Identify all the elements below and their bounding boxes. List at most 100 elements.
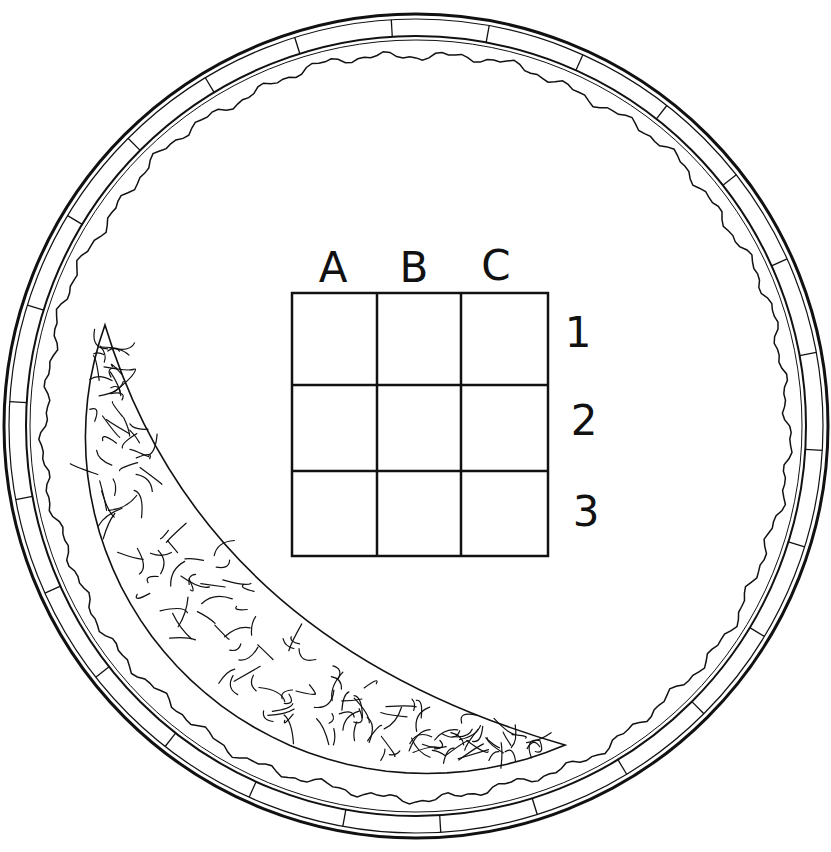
mass-fold <box>166 523 186 542</box>
rim-segment <box>440 815 441 832</box>
mass-fold <box>202 596 233 603</box>
grid-line <box>376 293 379 556</box>
mass-fold <box>291 637 300 644</box>
mass-fold <box>171 561 185 586</box>
mass-fold <box>230 644 241 651</box>
dish-inner-rim-line <box>30 40 802 812</box>
medium-edge <box>39 52 792 804</box>
mass-fold <box>223 580 251 585</box>
row-number: 1 <box>565 312 592 354</box>
mass-fold <box>527 742 540 748</box>
rim-segment <box>295 37 300 53</box>
mass-fold <box>511 725 516 748</box>
mass-fold <box>242 585 254 592</box>
mass-fold <box>413 747 439 753</box>
grid-line <box>292 470 548 473</box>
rim-segment <box>68 216 83 225</box>
mass-fold <box>381 737 395 757</box>
mass-fold <box>329 714 333 724</box>
mass-fold <box>432 750 446 756</box>
mass-fold <box>94 356 100 381</box>
mass-fold <box>130 424 148 429</box>
mass-fold <box>109 496 137 511</box>
rim-segment <box>10 402 27 403</box>
column-letter: C <box>481 245 510 287</box>
mass-fold <box>215 625 229 639</box>
dish-outer-rim <box>4 14 828 838</box>
mass-fold <box>494 718 516 734</box>
mass-fold <box>282 690 293 699</box>
mass-fold <box>230 676 237 695</box>
mass-fold <box>136 454 150 458</box>
mass-fold <box>434 741 442 749</box>
mass-fold <box>136 474 152 491</box>
rim-segment <box>788 542 804 547</box>
mass-fold <box>168 541 178 553</box>
mass-fold <box>251 675 256 691</box>
dish-inner-rim <box>26 36 806 816</box>
rim-segment <box>772 259 787 266</box>
mass-fold <box>272 704 292 712</box>
mass-fold <box>216 560 229 567</box>
mass-fold <box>512 735 526 738</box>
mass-fold <box>149 434 158 455</box>
mass-fold <box>384 707 401 729</box>
mass-fold <box>289 624 302 651</box>
row-number: 3 <box>573 491 600 533</box>
mass-fold <box>331 677 341 689</box>
mass-fold <box>103 416 120 437</box>
mass-fold <box>110 343 135 349</box>
mass-fold <box>367 718 372 743</box>
mass-fold <box>259 688 285 702</box>
mass-fold <box>70 464 98 475</box>
mass-fold <box>189 574 196 584</box>
mass-fold <box>389 751 399 755</box>
mass-fold <box>332 672 343 700</box>
mass-fold <box>412 699 415 710</box>
mass-fold <box>147 576 158 582</box>
mass-fold <box>113 479 116 495</box>
mass-fold <box>236 606 247 609</box>
mass-fold <box>343 711 359 730</box>
mass-fold <box>527 733 552 743</box>
mass-fold <box>214 541 234 556</box>
rim-segment <box>800 352 817 355</box>
mass-fold <box>342 692 349 710</box>
mass-fold <box>110 372 121 396</box>
rim-segment <box>45 586 60 593</box>
mass-fold <box>333 666 340 679</box>
mass-fold <box>94 353 104 355</box>
mass-fold <box>453 729 472 737</box>
mass-fold <box>158 550 164 573</box>
rim-segment <box>27 305 43 310</box>
mass-fold <box>314 690 334 707</box>
mass-fold <box>99 508 123 526</box>
mass-fold <box>102 437 116 444</box>
rim-segment <box>249 782 256 798</box>
mass-fold <box>364 681 377 688</box>
mass-fold <box>185 559 204 561</box>
rim-segment <box>343 810 346 827</box>
mass-fold <box>189 579 193 591</box>
mass-fold <box>309 685 315 695</box>
rim-segment <box>750 628 765 637</box>
mass-texture <box>70 329 551 768</box>
mass-fold <box>381 713 407 717</box>
crumpled-mass <box>85 325 565 774</box>
rim-segment <box>656 106 666 119</box>
rim-segment <box>486 26 489 43</box>
mass-fold <box>130 449 149 456</box>
mass-fold <box>110 393 123 400</box>
mass-fold <box>268 709 294 715</box>
grid <box>292 293 548 556</box>
rim-segment <box>205 78 214 93</box>
mass-fold <box>284 715 293 744</box>
mass-fold <box>99 382 123 396</box>
rim-segment <box>618 760 627 775</box>
grid-border <box>292 293 548 556</box>
rim-segment <box>576 55 583 71</box>
mass-fold <box>296 691 315 694</box>
mass-fold <box>489 752 499 761</box>
rim-segments <box>10 20 823 832</box>
